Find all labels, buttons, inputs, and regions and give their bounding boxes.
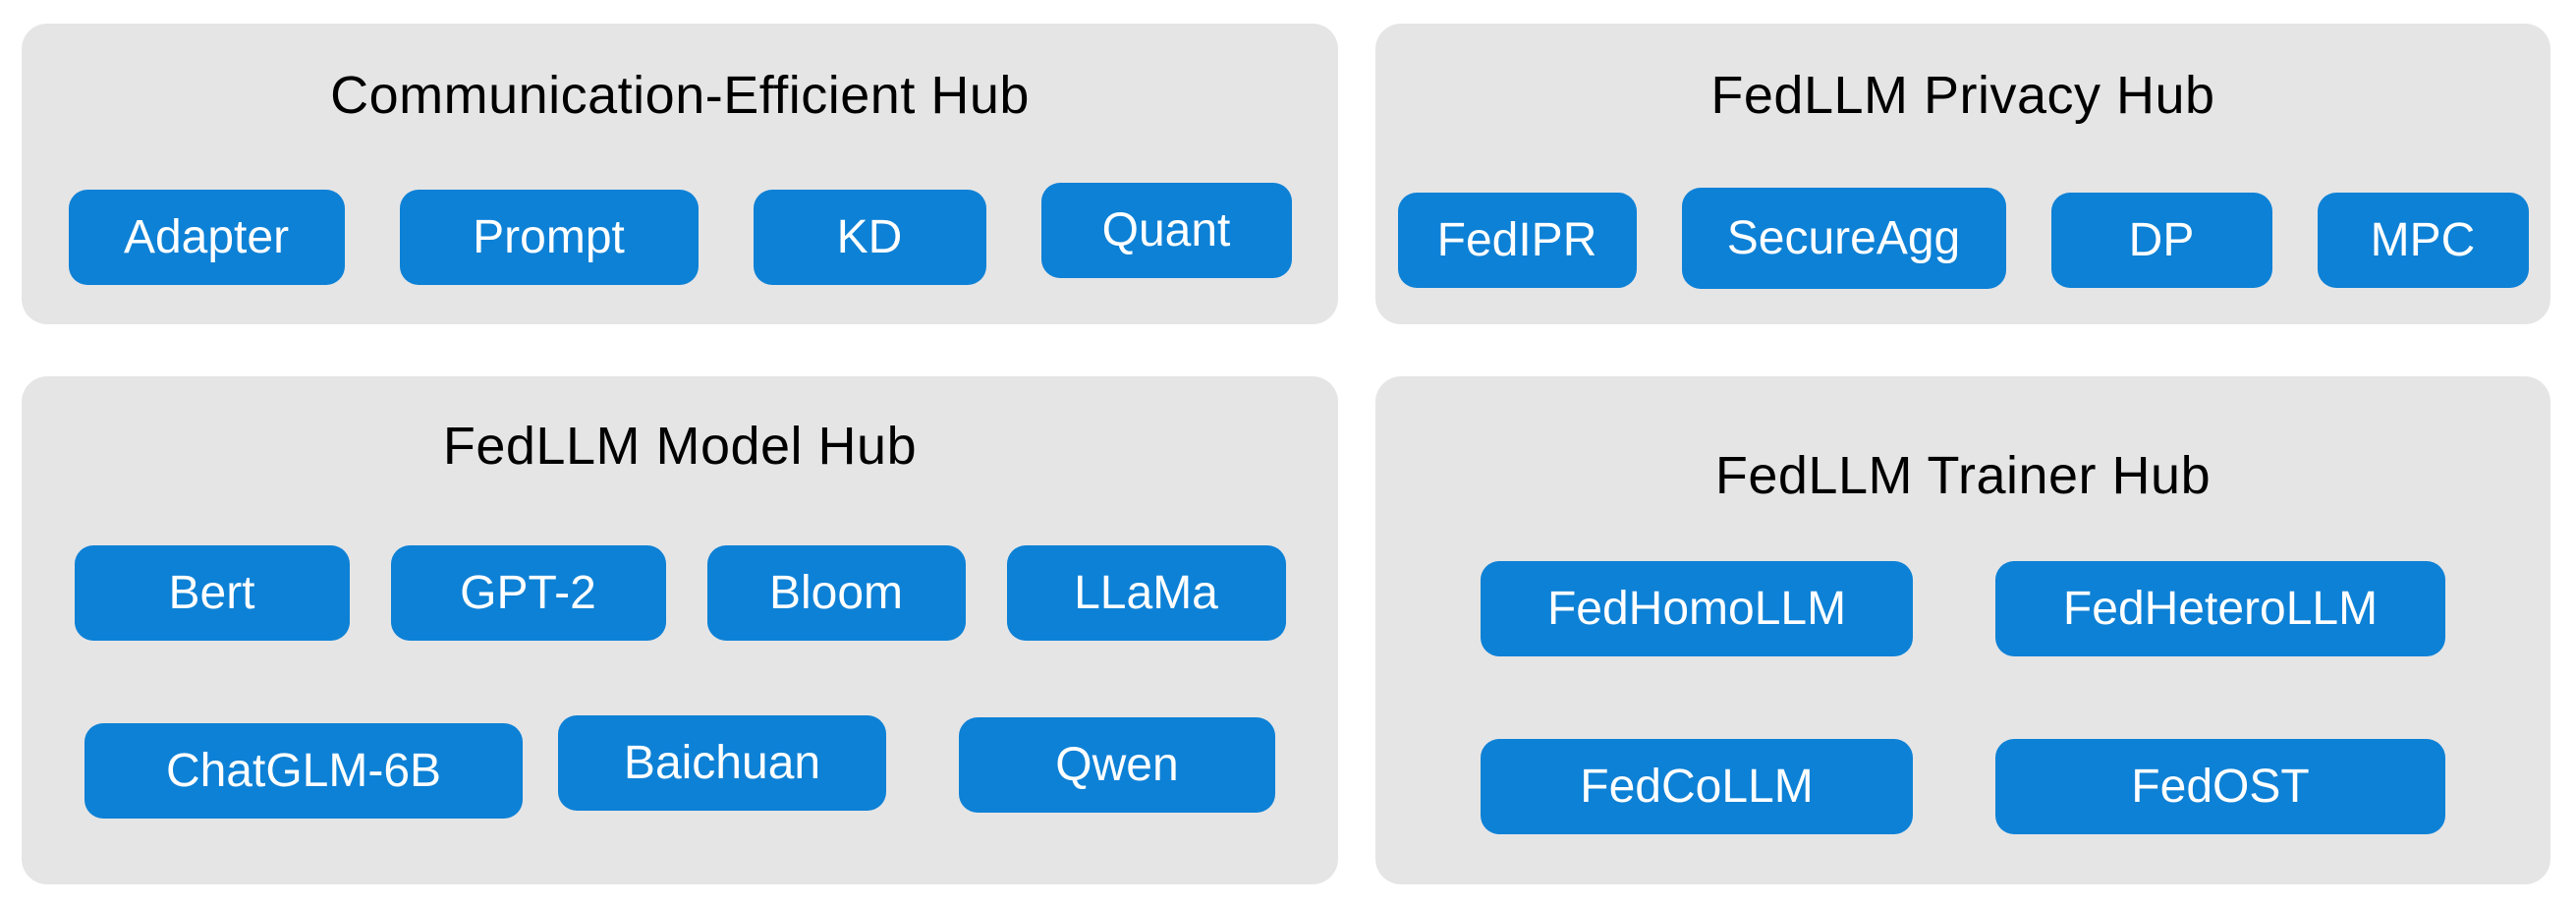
- chip-bert: Bert: [74, 545, 350, 641]
- chip-gpt-2: GPT-2: [390, 545, 666, 641]
- chip-fedhomollm: FedHomoLLM: [1481, 561, 1913, 656]
- fedllm-model-hub-chips-row-2: ChatGLM-6B Baichuan Qwen: [84, 715, 1275, 819]
- chip-fedost: FedOST: [1995, 739, 2445, 834]
- fedllm-trainer-hub-title: FedLLM Trainer Hub: [1714, 446, 2212, 505]
- chip-dp: DP: [2050, 193, 2272, 288]
- chip-prompt: Prompt: [399, 190, 699, 285]
- fedllm-trainer-hub-chips-row-1: FedHomoLLM FedHeteroLLM: [1481, 561, 2445, 656]
- fedllm-privacy-hub-title: FedLLM Privacy Hub: [1710, 66, 2215, 125]
- chip-bloom: Bloom: [706, 545, 966, 641]
- chip-adapter: Adapter: [68, 190, 345, 285]
- chip-llama: LLaMa: [1006, 545, 1286, 641]
- fedllm-trainer-hub-chips-row-2: FedCoLLM FedOST: [1481, 739, 2445, 834]
- chip-fedheterollm: FedHeteroLLM: [1995, 561, 2445, 656]
- panel-fedllm-trainer-hub: FedLLM Trainer Hub FedHomoLLM FedHeteroL…: [1375, 376, 2550, 884]
- chip-chatglm-6b: ChatGLM-6B: [84, 723, 523, 819]
- chip-fedipr: FedIPR: [1397, 193, 1637, 288]
- panel-fedllm-privacy-hub: FedLLM Privacy Hub FedIPR SecureAgg DP M…: [1375, 24, 2550, 324]
- chip-mpc: MPC: [2317, 193, 2529, 288]
- panel-communication-efficient-hub: Communication-Efficient Hub Adapter Prom…: [22, 24, 1338, 324]
- fedllm-privacy-hub-chips: FedIPR SecureAgg DP MPC: [1397, 188, 2529, 291]
- communication-efficient-hub-title: Communication-Efficient Hub: [330, 66, 1030, 125]
- chip-baichuan: Baichuan: [558, 715, 886, 811]
- fedllm-model-hub-chips-row-1: Bert GPT-2 Bloom LLaMa: [74, 545, 1286, 641]
- fedllm-model-hub-title: FedLLM Model Hub: [442, 417, 918, 476]
- communication-efficient-hub-chips: Adapter Prompt KD Quant: [68, 183, 1292, 285]
- chip-kd: KD: [753, 190, 986, 285]
- chip-quant: Quant: [1040, 183, 1292, 278]
- chip-fedcollm: FedCoLLM: [1481, 739, 1913, 834]
- panel-fedllm-model-hub: FedLLM Model Hub Bert GPT-2 Bloom LLaMa …: [22, 376, 1338, 884]
- chip-secureagg: SecureAgg: [1681, 188, 2006, 289]
- chip-qwen: Qwen: [959, 717, 1275, 813]
